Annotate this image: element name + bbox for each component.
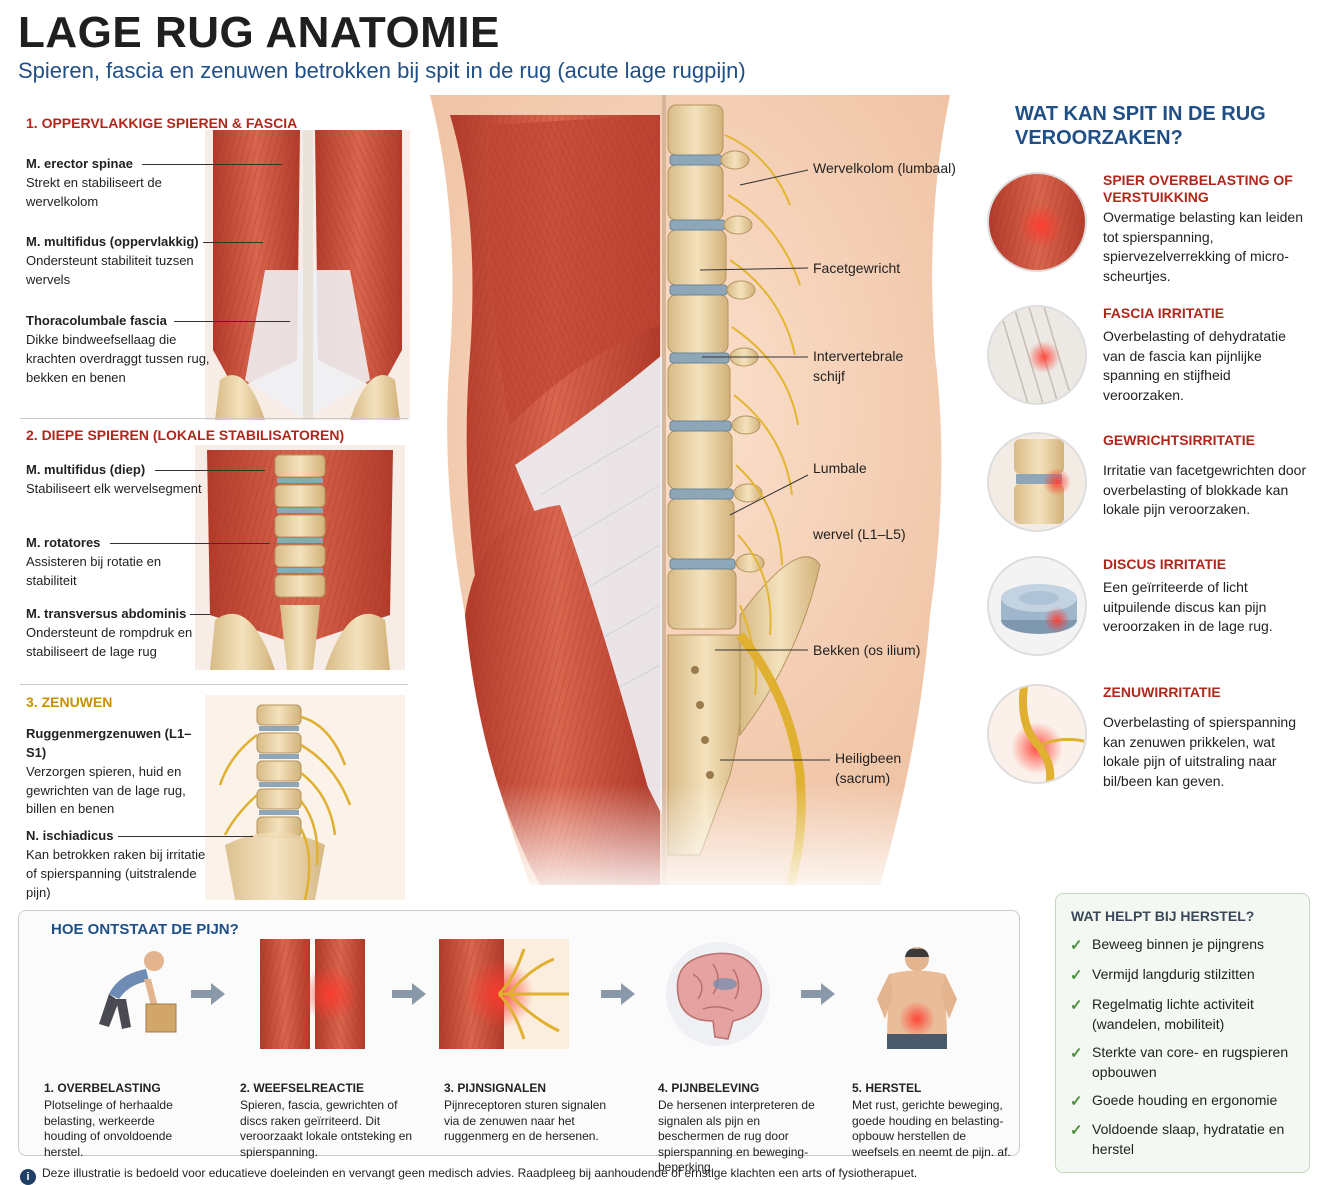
section-heading-nerves: 3. ZENUWEN: [26, 694, 113, 710]
leader-line: [110, 543, 270, 544]
fascia-icon: [987, 305, 1087, 405]
check-icon: ✓: [1070, 1122, 1083, 1139]
pain-process-title: HOE ONTSTAAT DE PIJN?: [51, 921, 239, 938]
recovery-tips-panel: WAT HELPT BIJ HERSTEL? ✓Beweeg binnen je…: [1055, 893, 1310, 1173]
info-icon: i: [20, 1169, 36, 1185]
label-facet-joint: Facetgewricht: [813, 260, 901, 276]
person-back-icon: [877, 947, 957, 1049]
left-panel: 1. OPPERVLAKKIGE SPIEREN & FASCIA M. ere…: [0, 100, 410, 900]
disc-icon: [987, 556, 1087, 656]
lower-back-anatomy-illustration: [410, 95, 980, 905]
arrow-right-icon: [191, 983, 225, 1005]
pain-signals-icon: [439, 939, 569, 1049]
check-icon: ✓: [1070, 1045, 1083, 1062]
label-sacrum: Heiligbeen (sacrum): [835, 750, 902, 786]
superficial-muscles-illustration: [205, 130, 410, 420]
label-spinal-nerves: Ruggenmergzenuwen (L1–S1)Verzorgen spier…: [26, 726, 192, 817]
leader-line: [190, 614, 210, 615]
page-title: LAGE RUG ANATOMIE: [18, 8, 500, 57]
leader-line: [203, 242, 263, 243]
label-lumbar: Lumbale: [813, 460, 867, 476]
causes-title: WAT KAN SPIT IN DE RUG VEROORZAKEN?: [1015, 103, 1266, 149]
check-icon: ✓: [1070, 967, 1083, 984]
arrow-right-icon: [601, 983, 635, 1005]
check-icon: ✓: [1070, 997, 1083, 1014]
brain-icon: [666, 942, 770, 1046]
person-lifting-icon: [99, 951, 177, 1033]
label-intervertebral-disc: Intervertebrale schijf: [813, 348, 904, 384]
joint-icon: [987, 432, 1087, 532]
leader-line: [155, 470, 265, 471]
label-multifidus-superficial: M. multifidus (oppervlakkig)Ondersteunt …: [26, 234, 199, 287]
leader-line: [118, 836, 253, 837]
nerve-icon: [987, 684, 1087, 784]
center-anatomy-panel: Wervelkolom (lumbaal) Facetgewricht Inte…: [410, 95, 980, 905]
arrow-right-icon: [801, 983, 835, 1005]
page-subtitle: Spieren, fascia en zenuwen betrokken bij…: [18, 58, 746, 83]
section-heading-deep: 2. DIEPE SPIEREN (LOKALE STABILISATOREN): [26, 427, 345, 443]
check-icon: ✓: [1070, 1093, 1083, 1110]
pain-process-panel: HOE ONTSTAAT DE PIJN? 1. OVERBELASTING P…: [18, 910, 1020, 1174]
arrow-right-icon: [392, 983, 426, 1005]
label-spinal-column: Wervelkolom (lumbaal): [813, 160, 956, 176]
label-vertebra: wervel (L1–L5): [813, 526, 906, 542]
spinal-nerves-illustration: [205, 695, 405, 900]
leader-line: [142, 164, 282, 165]
muscle-strain-icon: [987, 172, 1087, 272]
recovery-tips-title: WAT HELPT BIJ HERSTEL?: [1071, 908, 1255, 924]
section-heading-superficial: 1. OPPERVLAKKIGE SPIEREN & FASCIA: [26, 115, 298, 131]
label-multifidus-deep: M. multifidus (diep)Stabiliseert elk wer…: [26, 462, 202, 496]
leader-line: [174, 321, 290, 322]
check-icon: ✓: [1070, 937, 1083, 954]
section-divider: [20, 418, 408, 419]
deep-muscles-illustration: [195, 445, 405, 670]
tissue-reaction-icon: [260, 939, 365, 1049]
label-pelvis: Bekken (os ilium): [813, 642, 921, 658]
section-divider: [20, 684, 408, 685]
causes-panel: WAT KAN SPIT IN DE RUG VEROORZAKEN? SPIE…: [985, 100, 1320, 800]
